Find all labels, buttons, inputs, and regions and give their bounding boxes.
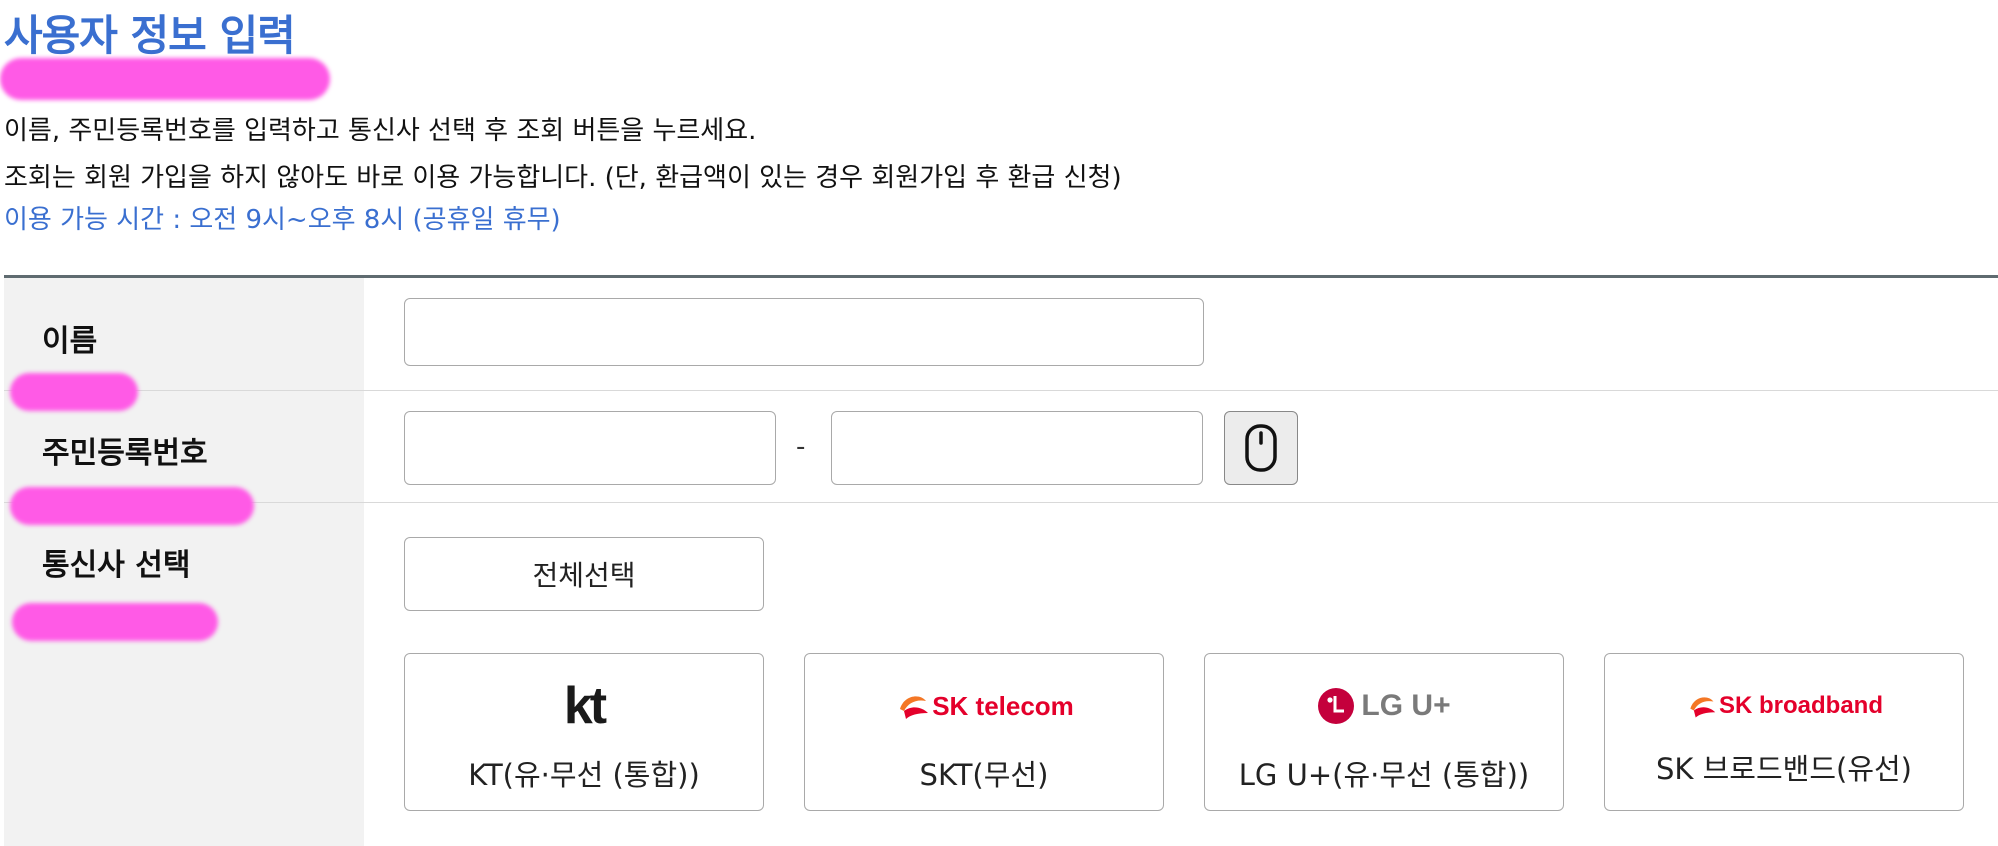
sk-butterfly-icon	[900, 696, 929, 719]
row-divider	[4, 390, 1998, 391]
carrier-name: KT(유·무선 (통합))	[468, 758, 700, 792]
kt-logo-text: kt	[563, 677, 607, 735]
hours-note: 이용 가능 시간 : 오전 9시~오후 8시 (공휴일 휴무)	[4, 205, 561, 235]
carrier-name: LG U+(유·무선 (통합))	[1238, 758, 1530, 792]
instruction-line-2: 조회는 회원 가입을 하지 않아도 바로 이용 가능합니다. (단, 환급액이 …	[4, 163, 1122, 193]
mouse-keypad-button[interactable]	[1224, 411, 1298, 485]
row-divider	[4, 502, 1998, 503]
instruction-line-1: 이름, 주민등록번호를 입력하고 통신사 선택 후 조회 버튼을 누르세요.	[4, 116, 757, 146]
carrier-option-kt[interactable]: kt KT(유·무선 (통합))	[404, 653, 764, 811]
page-title: 사용자 정보 입력	[4, 11, 296, 60]
carrier-option-lgu[interactable]: LG U+ LG U+(유·무선 (통합))	[1204, 653, 1564, 811]
name-input[interactable]	[404, 298, 1204, 366]
highlight-mark	[10, 373, 138, 411]
rrn-back-input[interactable]	[831, 411, 1203, 485]
carrier-option-sk-broadband[interactable]: SK broadband SK 브로드밴드(유선)	[1604, 653, 1964, 811]
highlight-mark	[12, 603, 218, 641]
sk-broadband-logo: SK broadband	[1605, 676, 1963, 736]
highlight-mark	[0, 58, 330, 100]
sk-butterfly-icon	[1690, 697, 1716, 718]
select-all-button[interactable]: 전체선택	[404, 537, 764, 611]
kt-logo: kt	[405, 676, 763, 736]
carrier-name: SKT(무선)	[919, 758, 1049, 792]
sk-broadband-logo-text: SK broadband	[1718, 692, 1883, 719]
carrier-name: SK 브로드밴드(유선)	[1655, 752, 1913, 786]
highlight-mark	[10, 487, 254, 525]
rrn-separator: -	[796, 432, 806, 462]
sk-telecom-logo-text: SK telecom	[932, 690, 1074, 721]
lg-face-icon	[1318, 688, 1355, 724]
sk-telecom-logo: SK telecom	[805, 676, 1163, 736]
lgu-logo-text: LG U+	[1361, 689, 1451, 722]
carrier-option-skt[interactable]: SK telecom SKT(무선)	[804, 653, 1164, 811]
carrier-label: 통신사 선택	[42, 548, 191, 583]
mouse-icon	[1245, 424, 1277, 472]
table-top-divider	[4, 275, 1998, 278]
rrn-label: 주민등록번호	[42, 436, 208, 471]
label-column	[4, 278, 364, 846]
rrn-front-input[interactable]	[404, 411, 776, 485]
lgu-logo: LG U+	[1205, 676, 1563, 736]
name-label: 이름	[42, 324, 98, 359]
